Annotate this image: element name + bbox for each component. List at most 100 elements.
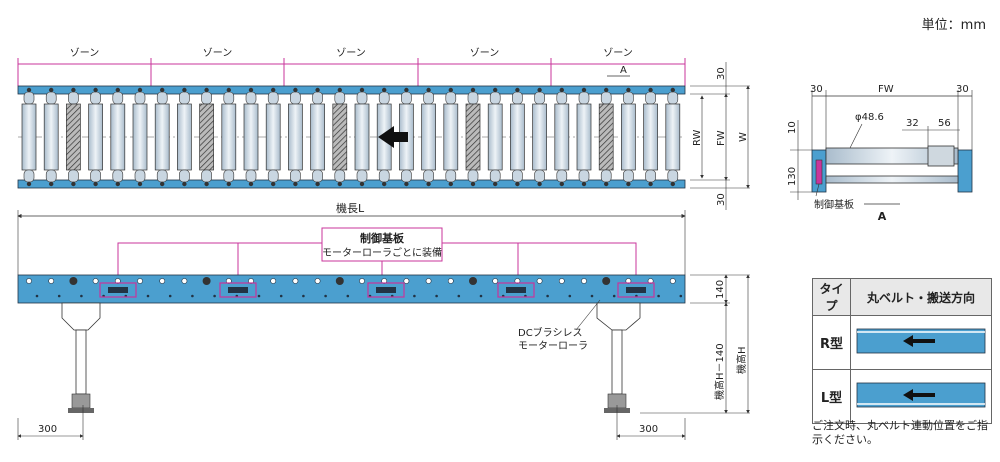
zone-ticks	[17, 58, 686, 86]
roller	[243, 87, 259, 187]
side-view: 機長L 制御基板 モーターローラごとに装備	[17, 201, 750, 440]
zone-label: ゾーン	[70, 47, 100, 59]
section-dim-fw: FW	[878, 84, 894, 95]
order-note: ご注文時、丸ベルト連動位置をご指示ください。	[812, 419, 988, 446]
roller	[576, 87, 592, 187]
roller	[510, 87, 525, 187]
legend-header-type: タイプ	[812, 278, 851, 316]
roller	[532, 87, 547, 187]
dim-300-right: 300	[639, 424, 658, 435]
leg-left	[61, 302, 101, 413]
section-view: 30 FW 30 φ48.6 32 56 10 130 制御基板 A	[787, 84, 973, 223]
motor-label-line1: DCブラシレス	[518, 326, 582, 339]
section-dim-30-left: 30	[810, 84, 823, 95]
roller	[288, 87, 303, 187]
dim-30-top: 30	[716, 67, 727, 80]
frame-bottom-rail	[17, 179, 686, 189]
roller	[66, 87, 81, 187]
legend-diagram-r	[850, 315, 992, 370]
board-callout-title: 制御基板	[360, 231, 405, 245]
length-label: 機長L	[336, 201, 365, 215]
roller	[110, 87, 126, 187]
zone-labels: ゾーン ゾーン ゾーン ゾーン ゾーン	[70, 47, 633, 59]
dim-h-140: 機高H－140	[713, 343, 726, 400]
section-lower-roller	[825, 175, 959, 184]
roller	[154, 87, 170, 187]
dim-w: W	[738, 132, 749, 142]
legend-type-r: R型	[812, 315, 851, 370]
section-dim-32: 32	[906, 118, 919, 129]
roller	[554, 87, 570, 187]
roller	[221, 87, 237, 187]
section-dim-30-right: 30	[956, 84, 969, 95]
board-callout-box	[321, 227, 443, 262]
control-board	[367, 282, 405, 298]
section-board-label: 制御基板	[814, 198, 854, 211]
top-view: ゾーン ゾーン ゾーン ゾーン ゾーン A RW FW W 30	[17, 47, 750, 210]
zone-label: ゾーン	[203, 47, 233, 59]
roller	[421, 87, 436, 187]
section-dim-a: A	[878, 210, 887, 223]
roller	[199, 87, 214, 187]
roller	[598, 87, 614, 187]
section-dim-130: 130	[787, 167, 798, 186]
control-board	[219, 282, 257, 298]
direction-arrow-icon	[378, 126, 408, 148]
legend-row-l: L型	[812, 369, 992, 424]
section-roller-end	[927, 145, 955, 167]
control-board	[617, 282, 655, 298]
section-dim-56: 56	[938, 118, 951, 129]
roller	[665, 87, 681, 187]
legend-type-l: L型	[812, 369, 851, 424]
l-type-belt-icon	[856, 382, 986, 408]
roller	[487, 87, 503, 187]
dim-140: 140	[715, 280, 726, 299]
direction-legend-table: タイプ 丸ベルト・搬送方向 R型 L型	[812, 278, 992, 424]
unit-label: 単位：mm	[921, 18, 986, 33]
dim-30-bottom: 30	[716, 193, 727, 206]
side-frame	[17, 274, 686, 304]
board-callout-note: モーターローラごとに装備	[322, 246, 442, 259]
section-board	[815, 159, 823, 185]
roller	[621, 87, 636, 187]
legend-header-desc: 丸ベルト・搬送方向	[850, 278, 992, 316]
legend-diagram-l	[850, 369, 992, 424]
dim-rw: RW	[692, 129, 703, 146]
board-callout-leaders	[117, 242, 637, 280]
roller	[310, 87, 325, 187]
roller	[265, 87, 281, 187]
roller	[332, 87, 348, 187]
roller	[443, 87, 459, 187]
dim-a-top: A	[620, 65, 627, 76]
section-dim-diameter: φ48.6	[855, 112, 884, 123]
control-boards	[99, 282, 655, 298]
roller	[43, 87, 59, 187]
leg-right	[596, 302, 641, 413]
roller	[465, 87, 481, 187]
roller	[643, 87, 658, 187]
motor-label-line2: モーターローラ	[518, 340, 588, 352]
frame-top-rail	[17, 85, 686, 95]
side-frame-holes	[26, 277, 683, 298]
roller	[177, 87, 192, 187]
roller	[88, 87, 103, 187]
section-dim-10: 10	[787, 121, 798, 134]
zone-label: ゾーン	[603, 47, 633, 59]
roller-row	[21, 87, 681, 187]
control-board	[497, 282, 535, 298]
roller	[21, 87, 37, 187]
dim-300-left: 300	[38, 424, 57, 435]
dim-h: 機高H	[735, 346, 748, 374]
roller	[354, 87, 370, 187]
zone-label: ゾーン	[470, 47, 500, 59]
zone-label: ゾーン	[336, 47, 366, 59]
control-board	[99, 282, 137, 298]
legend-row-r: R型	[812, 315, 992, 370]
section-roller	[825, 147, 959, 165]
section-frame-right	[957, 149, 973, 193]
r-type-belt-icon	[856, 328, 986, 354]
roller	[132, 87, 148, 187]
dim-fw: FW	[716, 130, 727, 146]
